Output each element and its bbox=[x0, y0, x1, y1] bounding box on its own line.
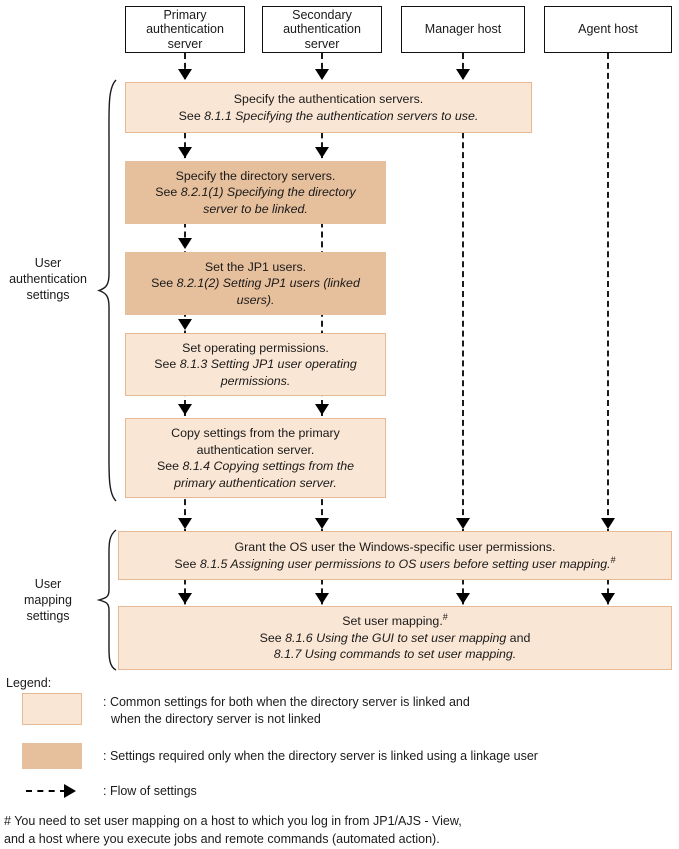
step-line-2: See 8.1.3 Setting JP1 user operating bbox=[154, 356, 357, 373]
legend-text-dark: : Settings required only when the direct… bbox=[103, 749, 538, 763]
step-box-step4: Set operating permissions. See 8.1.3 Set… bbox=[125, 333, 386, 396]
host-label-line1: Primary bbox=[163, 7, 207, 22]
host-label-line1: Secondary bbox=[292, 7, 352, 22]
arrow-to-step6-manager bbox=[456, 518, 470, 529]
host-box-secondary: Secondary authentication server bbox=[262, 6, 382, 53]
step-line-2: See 8.2.1(2) Setting JP1 users (linked bbox=[151, 275, 360, 292]
step-line-3: permissions. bbox=[220, 373, 291, 388]
arrow-to-step5-primary bbox=[178, 404, 192, 415]
host-label-line3: server bbox=[304, 36, 340, 51]
arrow-to-step3-primary bbox=[178, 238, 192, 249]
brace-user-authentication bbox=[96, 79, 117, 502]
footnote-marker: # bbox=[610, 554, 616, 565]
step-line-3: 8.1.7 Using commands to set user mapping… bbox=[273, 647, 517, 662]
arrow-to-step6-secondary bbox=[315, 518, 329, 529]
step-reference: 8.2.1(1) Specifying the directory bbox=[180, 185, 356, 200]
legend-flow-arrowhead bbox=[64, 784, 76, 798]
arrow-to-step7-manager bbox=[456, 593, 470, 604]
step-see-prefix: See bbox=[155, 185, 181, 200]
step-see-suffix: and bbox=[506, 630, 531, 645]
step-reference: 8.1.5 Assigning user permissions to OS u… bbox=[199, 556, 611, 571]
step-reference: 8.1.3 Setting JP1 user operating bbox=[179, 357, 357, 372]
brace-user-mapping bbox=[96, 529, 117, 671]
arrow-to-step1-manager bbox=[456, 69, 470, 80]
arrow-to-step4-primary bbox=[178, 319, 192, 330]
arrow-to-step1-secondary bbox=[315, 69, 329, 80]
step-line-2: See 8.1.6 Using the GUI to set user mapp… bbox=[260, 630, 531, 647]
step-line-2: See 8.1.5 Assigning user permissions to … bbox=[174, 554, 616, 573]
step-reference: 8.1.6 Using the GUI to set user mapping bbox=[285, 630, 507, 645]
legend-title: Legend: bbox=[6, 676, 52, 690]
footnote-marker: # bbox=[442, 612, 448, 623]
step-see-prefix: See bbox=[178, 108, 205, 123]
lifeline-manager bbox=[462, 53, 464, 644]
legend-text-flow: : Flow of settings bbox=[103, 784, 197, 798]
lifeline-agent bbox=[607, 53, 609, 644]
legend-flow-dash bbox=[26, 790, 66, 792]
step-line-1: Set user mapping.# bbox=[342, 612, 448, 629]
step-box-step2: Specify the directory servers. See 8.2.1… bbox=[125, 161, 386, 224]
step-line-3: primary authentication server. bbox=[174, 475, 337, 490]
step-line-1: Copy settings from the primary bbox=[171, 426, 340, 440]
host-label-line1: Manager host bbox=[424, 22, 502, 37]
step-line-1: Specify the directory servers. bbox=[175, 168, 336, 183]
step-reference: 8.1.1 Specifying the authentication serv… bbox=[204, 108, 479, 123]
step-see-prefix: See bbox=[259, 630, 286, 645]
step-see-prefix: See bbox=[157, 459, 183, 473]
host-label-line3: server bbox=[167, 36, 203, 51]
arrow-to-step7-primary bbox=[178, 593, 192, 604]
step-see-prefix: See bbox=[151, 276, 177, 291]
step-line-1: Set the JP1 users. bbox=[204, 259, 307, 274]
step-box-step6: Grant the OS user the Windows-specific u… bbox=[118, 531, 672, 580]
host-label-line2: authentication bbox=[283, 22, 361, 37]
host-box-primary: Primary authentication server bbox=[125, 6, 245, 53]
step-box-step5: Copy settings from the primary authentic… bbox=[125, 418, 386, 498]
host-label-line2: authentication bbox=[146, 22, 224, 37]
step-line-3: server to be linked. bbox=[203, 201, 308, 216]
step-line-2: See 8.1.4 Copying settings from the bbox=[157, 458, 354, 475]
step-line-2: See 8.1.1 Specifying the authentication … bbox=[179, 108, 479, 125]
step-box-step1: Specify the authentication servers. See … bbox=[125, 82, 532, 133]
step-line-2: See 8.2.1(1) Specifying the directory bbox=[155, 184, 355, 201]
group-label-user-authentication: User authentication settings bbox=[9, 256, 87, 302]
arrow-to-step5-secondary bbox=[315, 404, 329, 415]
host-label-line1: Agent host bbox=[578, 22, 638, 37]
step-line-1: Specify the authentication servers. bbox=[233, 92, 424, 106]
arrow-to-step2-secondary bbox=[315, 147, 329, 158]
arrow-to-step6-primary bbox=[178, 518, 192, 529]
arrow-to-step6-agent bbox=[601, 518, 615, 529]
step-line-1: Set operating permissions. bbox=[182, 340, 329, 355]
arrow-to-step1-primary bbox=[178, 69, 192, 80]
step-line-1b: authentication server. bbox=[196, 442, 315, 457]
group-label-user-mapping: User mapping settings bbox=[24, 577, 72, 623]
step-see-prefix: See bbox=[174, 556, 200, 571]
step-line-3: users). bbox=[236, 292, 275, 307]
legend-swatch-dark bbox=[22, 743, 82, 769]
step-reference: 8.2.1(2) Setting JP1 users (linked bbox=[176, 276, 360, 291]
host-box-manager: Manager host bbox=[401, 6, 525, 53]
legend-swatch-light bbox=[22, 693, 82, 725]
step-line-1: Grant the OS user the Windows-specific u… bbox=[234, 540, 556, 554]
step-reference: 8.1.4 Copying settings from the bbox=[182, 459, 355, 473]
legend-text-light: : Common settings for both when the dire… bbox=[103, 695, 470, 726]
footnote-text: # You need to set user mapping on a host… bbox=[4, 814, 462, 846]
step-box-step3: Set the JP1 users. See 8.2.1(2) Setting … bbox=[125, 252, 386, 315]
step-see-prefix: See bbox=[154, 357, 180, 372]
arrow-to-step7-secondary bbox=[315, 593, 329, 604]
host-box-agent: Agent host bbox=[544, 6, 672, 53]
arrow-to-step2-primary bbox=[178, 147, 192, 158]
arrow-to-step7-agent bbox=[601, 593, 615, 604]
step-box-step7: Set user mapping.# See 8.1.6 Using the G… bbox=[118, 606, 672, 670]
